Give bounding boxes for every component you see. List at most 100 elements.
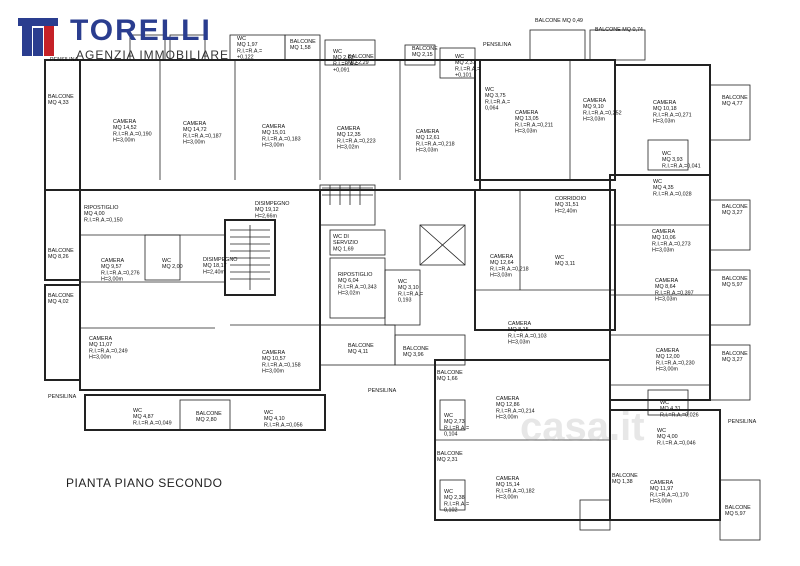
room-line: R.I.=R.A.= [444, 501, 469, 507]
room-line: CAMERA [655, 278, 678, 284]
room-line: MQ 2,73 [444, 419, 465, 425]
room-line: MQ 12,00 [656, 354, 680, 360]
room-line: MQ 2,37 [455, 60, 476, 66]
room-line: MQ 15,14 [496, 482, 520, 488]
room-line: BALCONE [290, 39, 316, 45]
room-line: DISIMPEGNO [203, 257, 237, 263]
room-line: CAMERA [650, 480, 673, 486]
brand-name: TORELLI [70, 14, 212, 47]
room-line: MQ 2,80 [196, 417, 217, 423]
room-line: CAMERA [183, 121, 206, 127]
room-line: CORRIDOIO [555, 196, 586, 202]
room-line: R.I.=R.A.=0,276 [101, 270, 140, 276]
room-line: BALCONE [437, 370, 463, 376]
room-line: R.I.=R.A.=0,026 [660, 412, 699, 418]
room-line: +0,101 [455, 73, 472, 79]
room-line: MQ 1,97 [237, 42, 258, 48]
room-line: CAMERA [337, 126, 360, 132]
room-line: MQ 4,00 [657, 434, 678, 440]
room-line: H=3,03m [655, 297, 678, 303]
room-line: BALCONE [722, 95, 748, 101]
room-line: R.I.=R.A.= [485, 99, 510, 105]
room-line: 0,193 [398, 298, 412, 304]
room-line: MQ 2,15 [412, 52, 433, 58]
room-line: MQ 31,51 [555, 202, 579, 208]
room-line: CAMERA [496, 396, 519, 402]
room-line: BALCONE [612, 473, 638, 479]
room-line: BALCONE [348, 54, 374, 60]
room-line: MQ 3,96 [403, 352, 424, 358]
room-line: BALCONE [48, 248, 74, 254]
room-line: H=3,00m [262, 369, 285, 375]
room-line: H=3,03m [583, 117, 606, 123]
room-line: 0,064 [485, 106, 499, 112]
room-line: H=3,03m [416, 148, 439, 154]
room-line: H=3,00m [113, 138, 136, 144]
room-line: R.I.=R.A.=0,049 [133, 420, 172, 426]
room-line: H=3,03m [490, 273, 513, 279]
room-line: MQ 10,57 [262, 356, 286, 362]
pensilina-bottom-left: PENSILINA [48, 394, 77, 400]
room-line: BALCONE MQ 0,74 [595, 27, 643, 33]
room-line: R.I.=R.A.=0,252 [583, 110, 622, 116]
brand-subtitle: AGENZIA IMMOBILIARE [76, 48, 230, 62]
room-line: RIPOSTIGLIO [84, 205, 118, 211]
room-line: H=3,03m [508, 340, 531, 346]
room-line: CAMERA [262, 350, 285, 356]
room-line: WC DI [333, 234, 349, 240]
room-line: R.I.=R.A.=0,056 [264, 422, 303, 428]
room-line: MQ 4,02 [48, 299, 69, 305]
room-line: CAMERA [656, 348, 679, 354]
room-line: RIPOSTIGLIO [338, 272, 372, 278]
room-line: H=3,00m [656, 367, 679, 373]
room-line: MQ 8,64 [655, 284, 676, 290]
room-line: R.I.=R.A.=0,273 [652, 241, 691, 247]
room-line: MQ 11,97 [650, 486, 673, 492]
room-line: WC [653, 179, 662, 185]
room-line: R.I.=R.A.=0,170 [650, 492, 689, 498]
room-line: MQ 3,27 [722, 357, 743, 363]
room-line: MQ 1,66 [437, 376, 458, 382]
room-line: R.I.=R.A.=0,182 [496, 488, 535, 494]
room-line: WC [485, 87, 494, 93]
room-line: H=3,00m [89, 355, 112, 361]
plan-title: PIANTA PIANO SECONDO [66, 476, 223, 490]
room-line: MQ 4,31 [660, 406, 681, 412]
room-line: CAMERA [583, 98, 606, 104]
room-line: MQ 8,26 [48, 254, 69, 260]
room-line: H=3,03m [515, 129, 538, 135]
room-line: R.I.=R.A.=0,223 [337, 138, 376, 144]
pensilina-left: PENSILINA [50, 57, 79, 63]
room-line: MQ 2,00 [162, 264, 183, 270]
room-line: BALCONE [196, 411, 222, 417]
room-line: MQ 3,27 [722, 210, 743, 216]
room-line: R.I.=R.A.= [455, 66, 480, 72]
room-line: R.I.=R.A.=0,028 [653, 191, 692, 197]
room-line: CAMERA [508, 321, 531, 327]
room-line: WC [133, 408, 142, 414]
